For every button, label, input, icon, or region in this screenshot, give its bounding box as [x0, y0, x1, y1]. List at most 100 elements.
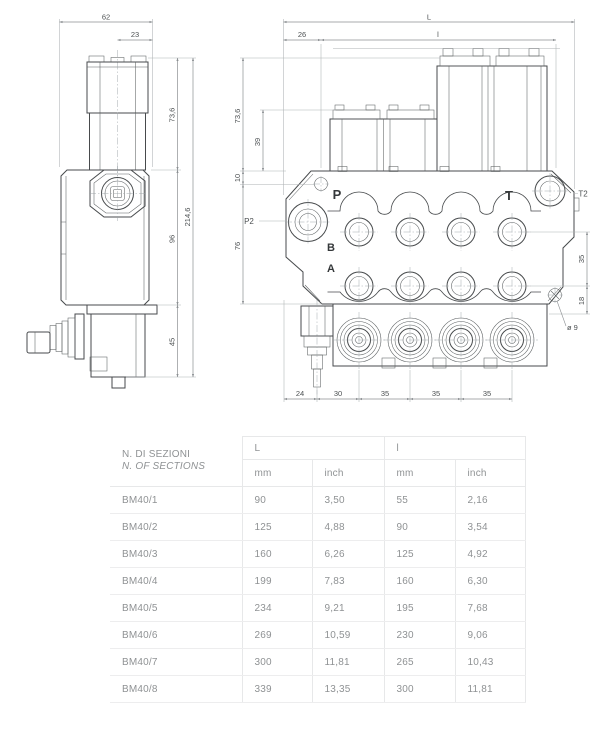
relief-valve: [300, 300, 334, 395]
port-P-label: P: [333, 187, 342, 202]
table-cell: 10,59: [311, 621, 385, 649]
table-row: BM40/5 234 9,21 195 7,68: [110, 594, 526, 622]
table-cell: 13,35: [311, 675, 385, 703]
group-header-L: L: [241, 436, 385, 460]
table-cell: 230: [383, 621, 456, 649]
table-cell: 90: [383, 513, 456, 541]
drain-screw: [547, 287, 563, 303]
lower-flange: [86, 304, 158, 315]
face-scallop-bottom: [327, 288, 541, 302]
dim-73-6-front-label: 73,6: [233, 109, 242, 124]
lower-body: [90, 313, 146, 378]
table-cell: 4,88: [311, 513, 385, 541]
port-B-label: B: [327, 242, 335, 254]
valve-plate: [285, 170, 575, 305]
port-T2-boss: [532, 173, 568, 209]
dim-35b-label: 35: [432, 389, 440, 398]
left-view-dimensions: 62 23 73,6 96 45 214,6: [59, 13, 196, 378]
port-A-label: A: [327, 263, 335, 275]
table-cell: 6,26: [311, 540, 385, 568]
table-cell: 160: [241, 540, 312, 568]
dim-10-label: 10: [233, 174, 242, 182]
port-A1: [340, 267, 378, 305]
port-B1: [340, 213, 378, 251]
table-cell: 9,21: [311, 594, 385, 622]
unit-header-inch: inch: [311, 459, 385, 487]
valve-body: [60, 169, 150, 306]
table-cell: 269: [241, 621, 312, 649]
table-row: BM40/4 199 7,83 160 6,30: [110, 567, 526, 595]
table-row: BM40/7 300 11,81 265 10,43: [110, 648, 526, 676]
table-cell: 4,92: [454, 540, 526, 568]
dim-35c-label: 35: [483, 389, 491, 398]
table-row: BM40/6 269 10,59 230 9,06: [110, 621, 526, 649]
cap-tab: [130, 55, 147, 63]
front-view: P T B A P2 T2: [233, 13, 590, 402]
port-T-label: T: [505, 188, 513, 203]
table-row: BM40/8 339 13,35 300 11,81: [110, 675, 526, 703]
dim-76-label: 76: [233, 242, 242, 250]
front-view-dimensions: L 26 l 73,6 39 10 76 35 18 ø 9 24 30 35 …: [233, 13, 590, 402]
dim-24-label: 24: [296, 389, 304, 398]
octagon-boss: [89, 166, 146, 221]
unit-header-mm: mm: [383, 459, 456, 487]
table-row: BM40/1 90 3,50 55 2,16: [110, 486, 526, 514]
model-cell: BM40/2: [110, 513, 242, 541]
spool-caps-bottom: [332, 303, 548, 370]
table-cell: 3,54: [454, 513, 526, 541]
port-B2: [391, 213, 429, 251]
lever-handle: [26, 331, 51, 354]
table-cell: 300: [241, 648, 312, 676]
table-cell: 300: [383, 675, 456, 703]
port-P2-label: P2: [244, 217, 254, 226]
sections-header-en: N. OF SECTIONS: [122, 461, 206, 473]
dim-hole-label: ø 9: [567, 323, 578, 332]
table-cell: 7,68: [454, 594, 526, 622]
table-cell: 195: [383, 594, 456, 622]
spool-cap: [333, 312, 385, 370]
port-B3: [442, 213, 480, 251]
table-cell: 7,83: [311, 567, 385, 595]
dim-L-label: L: [427, 13, 431, 22]
table-cell: 11,81: [311, 648, 385, 676]
technical-drawing: 62 23 73,6 96 45 214,6: [26, 13, 590, 402]
table-cell: 3,50: [311, 486, 385, 514]
bottom-tab: [111, 376, 126, 389]
table-unit-header-row: mm inch mm inch: [110, 459, 526, 487]
spool-cap: [435, 312, 487, 370]
dim-23-label: 23: [131, 30, 139, 39]
port-A2: [391, 267, 429, 305]
table-cell: 125: [383, 540, 456, 568]
dim-96-label: 96: [168, 235, 177, 243]
table-cell: 10,43: [454, 648, 526, 676]
left-side-view: 62 23 73,6 96 45 214,6: [26, 13, 196, 389]
unit-header-inch: inch: [454, 459, 526, 487]
table-cell: 125: [241, 513, 312, 541]
dim-35a-label: 35: [381, 389, 389, 398]
table-group-header-row: N. DI SEZIONI N. OF SECTIONS L l: [110, 436, 526, 487]
table-cell: 6,30: [454, 567, 526, 595]
table-cell: 9,06: [454, 621, 526, 649]
dim-l-label: l: [437, 30, 439, 39]
table-cell: 11,81: [454, 675, 526, 703]
table-cell: 234: [241, 594, 312, 622]
face-scallop-top: [327, 191, 541, 215]
model-cell: BM40/5: [110, 594, 242, 622]
dim-35-vert-label: 35: [577, 255, 586, 263]
model-cell: BM40/6: [110, 621, 242, 649]
sections-table: N. DI SEZIONI N. OF SECTIONS L l mm inch…: [110, 436, 526, 703]
dim-214-6-label: 214,6: [183, 208, 192, 227]
sections-header: N. DI SEZIONI N. OF SECTIONS: [110, 436, 242, 487]
spool-cap: [384, 312, 436, 370]
dim-30-label: 30: [334, 389, 342, 398]
table-cell: 2,16: [454, 486, 526, 514]
model-cell: BM40/1: [110, 486, 242, 514]
table-cell: 339: [241, 675, 312, 703]
port-A3: [442, 267, 480, 305]
spool-sections-top: [329, 48, 560, 172]
dim-73-6-label: 73,6: [168, 108, 177, 123]
dim-45-label: 45: [168, 338, 177, 346]
p-screw: [313, 176, 329, 192]
table-cell: 55: [383, 486, 456, 514]
